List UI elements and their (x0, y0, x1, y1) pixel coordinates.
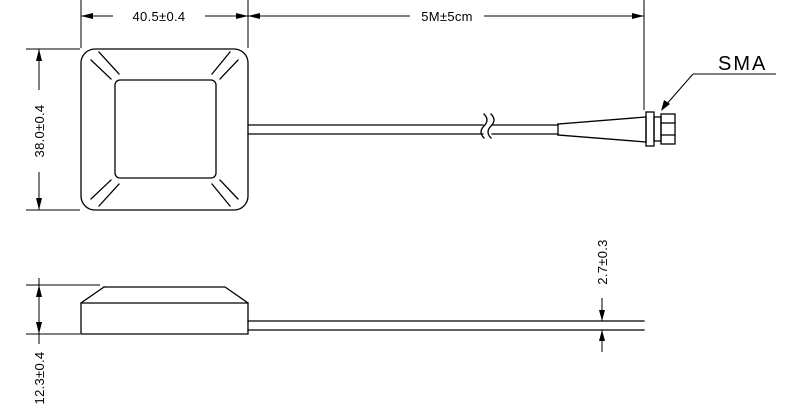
cable-length-label: 5M±5cm (421, 9, 473, 24)
cable-length-dimension (248, 0, 645, 110)
side-height-label: 12.3±0.4 (32, 352, 47, 405)
antenna-patch (114, 79, 217, 179)
top-view: SMA 40.5±0.4 5M±5cm 3 (26, 0, 776, 211)
sma-leader (661, 73, 776, 111)
sma-label: SMA (718, 53, 767, 75)
cable-top (247, 113, 647, 143)
cable-thickness-label: 2.7±0.3 (595, 239, 610, 284)
cable-thickness-dimension (597, 298, 607, 352)
cable-side (247, 320, 645, 331)
side-height-dimension (26, 278, 100, 344)
width-dimension (80, 0, 249, 48)
side-view: 12.3±0.4 2.7±0.3 (26, 239, 645, 405)
height-dimension-label: 38.0±0.4 (32, 105, 47, 158)
width-dimension-label: 40.5±0.4 (133, 9, 186, 24)
height-dimension (26, 48, 80, 211)
bevel-lines (90, 51, 239, 207)
sma-connector (645, 111, 676, 147)
antenna-body-outline (80, 48, 249, 211)
antenna-side-profile (80, 286, 249, 335)
